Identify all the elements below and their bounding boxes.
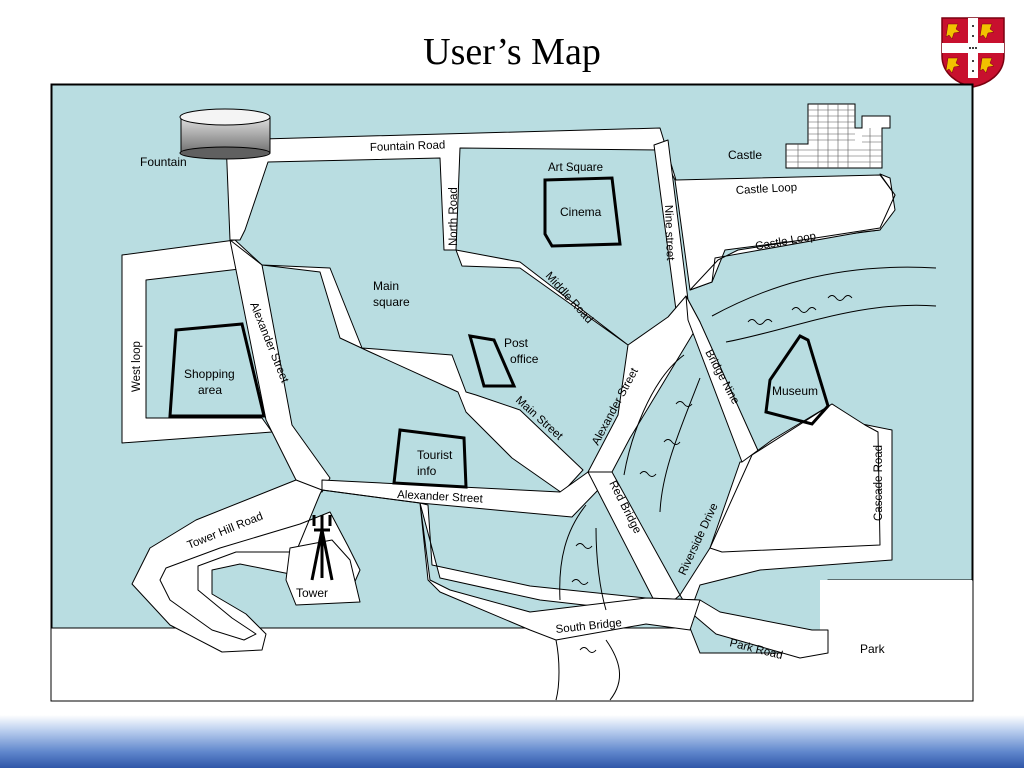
label-tourist-info-line2: info bbox=[417, 464, 437, 478]
label-castle-loop-upper: Castle Loop bbox=[736, 182, 798, 197]
label-castle: Castle bbox=[728, 148, 762, 162]
label-main-square-line2: square bbox=[373, 295, 410, 309]
fountain-icon[interactable] bbox=[179, 108, 271, 160]
cinema-building[interactable] bbox=[543, 176, 622, 248]
shopping-area-building[interactable] bbox=[168, 322, 266, 418]
label-park: Park bbox=[860, 642, 886, 656]
river-lines bbox=[555, 266, 937, 701]
tower-icon[interactable] bbox=[310, 515, 334, 581]
park-area bbox=[820, 580, 972, 700]
label-post-office-line1: Post bbox=[504, 336, 529, 350]
label-cascade-road: Cascade Road bbox=[873, 445, 885, 521]
label-tower: Tower bbox=[296, 586, 328, 600]
label-nine-street: Nine street bbox=[662, 205, 676, 262]
roads bbox=[121, 127, 896, 659]
label-tourist-info-line1: Tourist bbox=[417, 448, 453, 462]
label-shopping-area-line2: area bbox=[198, 383, 222, 397]
label-cinema: Cinema bbox=[560, 205, 602, 219]
label-main-square-line1: Main bbox=[373, 279, 399, 293]
label-museum: Museum bbox=[772, 384, 818, 398]
footer-bar bbox=[0, 715, 1024, 768]
post-office-building[interactable] bbox=[467, 334, 517, 388]
label-west-loop: West loop bbox=[131, 341, 143, 392]
tourist-info-building[interactable] bbox=[392, 428, 468, 489]
label-shopping-area-line1: Shopping bbox=[184, 367, 235, 381]
slide-title: User’s Map bbox=[423, 31, 601, 73]
museum-building[interactable] bbox=[764, 334, 830, 426]
label-fountain-road: Fountain Road bbox=[370, 139, 446, 154]
castle-icon[interactable] bbox=[785, 103, 891, 169]
label-north-road: North Road bbox=[448, 187, 460, 246]
water-waves bbox=[571, 295, 853, 653]
label-post-office-line2: office bbox=[510, 352, 539, 366]
label-alexander-street-south: Alexander Street bbox=[397, 489, 484, 506]
label-fountain: Fountain bbox=[140, 155, 187, 169]
label-art-square: Art Square bbox=[548, 162, 603, 174]
